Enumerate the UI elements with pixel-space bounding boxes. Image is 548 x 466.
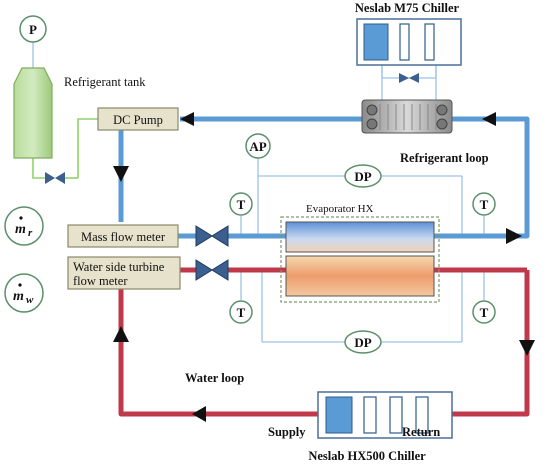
flow-arrows — [113, 112, 535, 422]
temperature-sensor-outlet-refrigerant — [472, 192, 496, 216]
valve-tank[interactable] — [45, 172, 65, 184]
evaporator-water-channel — [285, 255, 435, 297]
temperature-sensor-inlet-refrigerant — [229, 192, 253, 216]
absolute-pressure-label: AP — [249, 139, 266, 154]
temperature-sensor-inlet-water — [229, 300, 253, 324]
temperature-label: T — [237, 305, 246, 320]
differential-pressure-sensor-top — [344, 164, 382, 188]
temperature-label: T — [237, 197, 246, 212]
mw-base: m — [13, 289, 24, 304]
water-mass-flow-symbol — [4, 273, 44, 313]
neslab-m75-label: Neslab M75 Chiller — [355, 1, 460, 15]
arrow-water-down — [519, 340, 535, 356]
refrigerant-loop-label: Refrigerant loop — [400, 151, 489, 165]
refrigerant-tank — [13, 67, 53, 159]
temperature-sensor-outlet-water — [472, 300, 496, 324]
water-flow-meter-label-line2: flow meter — [73, 274, 128, 288]
neslab-hx500-chiller — [317, 391, 453, 439]
differential-pressure-label-bottom: DP — [354, 335, 371, 350]
valve-chiller-m75[interactable] — [399, 73, 419, 83]
time-derivative-dot — [18, 283, 22, 287]
plate-heat-exchanger — [361, 99, 453, 134]
mass-flow-meter — [67, 224, 179, 248]
pressure-sensor-label: P — [29, 22, 37, 37]
arrow-water-left — [192, 406, 206, 422]
temperature-label: T — [480, 197, 489, 212]
mr-base: m — [15, 222, 26, 237]
differential-pressure-label-top: DP — [354, 169, 371, 184]
valve-refrigerant-line[interactable] — [195, 225, 229, 247]
pressure-sensor-p — [19, 15, 47, 43]
tank-feed-line — [32, 118, 98, 179]
return-label: Return — [402, 425, 440, 439]
arrow-refrigerant-out — [506, 228, 522, 244]
absolute-pressure-sensor — [245, 133, 271, 159]
neslab-m75-chiller — [356, 18, 462, 66]
evaporator-hx-label: Evaporator HX — [306, 203, 374, 215]
water-loop-label: Water loop — [185, 371, 244, 385]
arrow-water-up — [113, 326, 129, 342]
evaporator-refrigerant-channel — [285, 221, 435, 253]
supply-label: Supply — [268, 425, 306, 439]
temperature-label: T — [480, 305, 489, 320]
arrow-refrigerant-return — [482, 112, 496, 126]
mass-flow-meter-label: Mass flow meter — [81, 230, 166, 244]
refrigerant-loop-pipe — [118, 116, 530, 239]
refrigerant-tank-label: Refrigerant tank — [64, 75, 146, 89]
arrow-refrigerant-left — [180, 112, 194, 126]
differential-pressure-sensor-bottom — [344, 330, 382, 354]
valve-water-line[interactable] — [195, 259, 229, 281]
neslab-hx500-label: Neslab HX500 Chiller — [308, 449, 426, 463]
water-turbine-flow-meter — [67, 256, 181, 290]
dc-pump — [97, 107, 179, 131]
mw-subscript: w — [26, 294, 34, 306]
water-flow-meter-label-line1: Water side turbine — [73, 260, 165, 274]
dc-pump-label: DC Pump — [113, 113, 163, 127]
refrigerant-mass-flow-symbol — [4, 206, 44, 246]
sensor-lines — [32, 42, 485, 343]
mr-subscript: r — [28, 227, 33, 239]
evaporator-hx-boundary — [280, 216, 440, 303]
arrow-refrigerant-down — [113, 166, 129, 182]
time-derivative-dot — [19, 216, 23, 220]
